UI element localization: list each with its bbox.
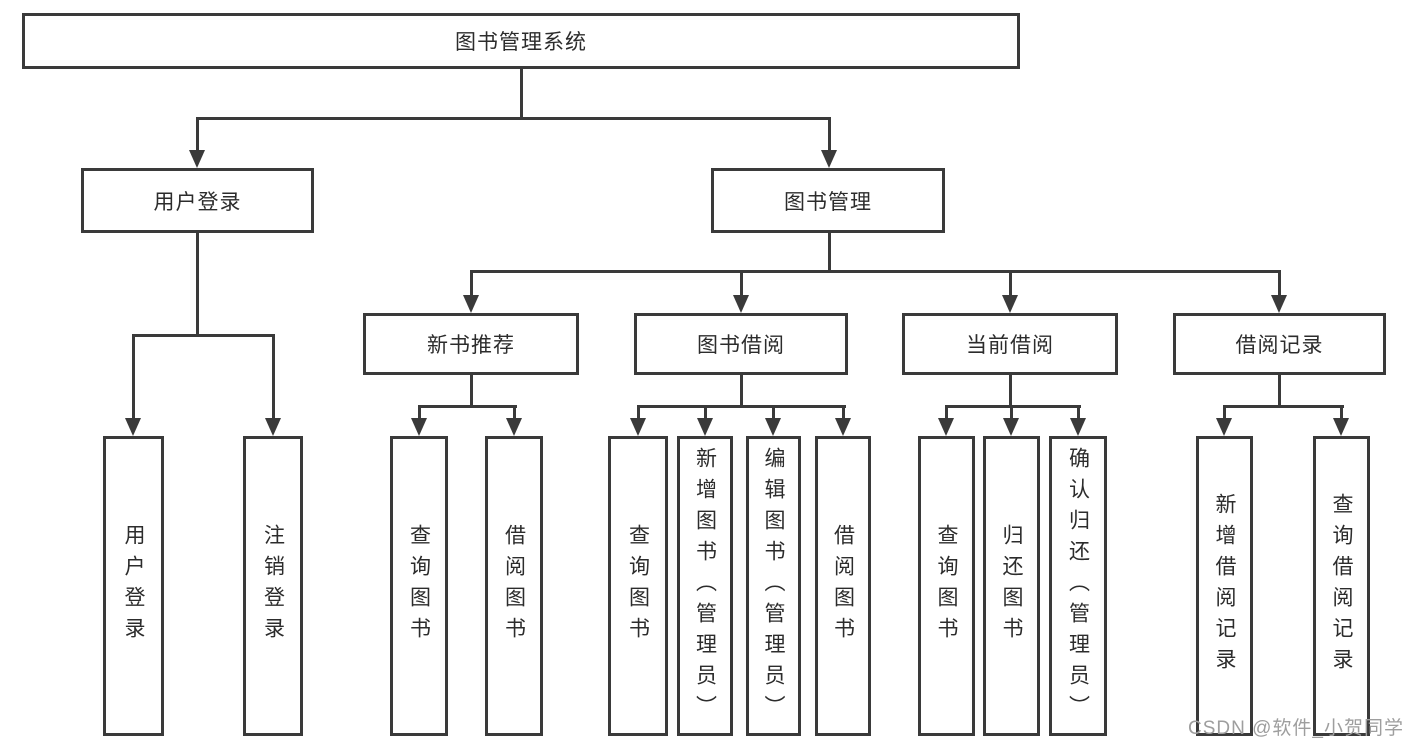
arrowhead-down (1333, 418, 1349, 436)
node-current-borrow: 当前借阅 (902, 313, 1118, 375)
connector-vline (470, 270, 473, 298)
arrowhead-down (1003, 418, 1019, 436)
leaf-br-query-record: 查询借阅记录 (1313, 436, 1370, 736)
leaf-cb-confirm-return-admin: 确认归还（管理员） (1049, 436, 1107, 736)
connector-hline (1223, 405, 1344, 408)
arrowhead-down (506, 418, 522, 436)
connector-vline (828, 231, 831, 273)
connector-vline (1278, 372, 1281, 408)
leaf-nb-borrow-books: 借阅图书 (485, 436, 543, 736)
connector-vline (1223, 405, 1226, 421)
leaf-bb-query-books: 查询图书 (608, 436, 668, 736)
connector-hline (132, 334, 275, 337)
connector-vline (828, 117, 831, 153)
connector-vline (945, 405, 948, 421)
leaf-cb-return-books: 归还图书 (983, 436, 1040, 736)
connector-hline (945, 405, 1081, 408)
node-new-book-recommend: 新书推荐 (363, 313, 579, 375)
node-book-borrow: 图书借阅 (634, 313, 848, 375)
connector-vline (196, 231, 199, 337)
connector-vline (740, 372, 743, 408)
arrowhead-down (125, 418, 141, 436)
connector-vline (1340, 405, 1343, 421)
arrowhead-down (411, 418, 427, 436)
connector-vline (842, 405, 845, 421)
connector-vline (272, 334, 275, 420)
connector-vline (418, 405, 421, 421)
connector-vline (1009, 372, 1012, 408)
leaf-cb-query-books: 查询图书 (918, 436, 975, 736)
arrowhead-down (1070, 418, 1086, 436)
arrowhead-down (821, 150, 837, 168)
node-borrow-records: 借阅记录 (1173, 313, 1386, 375)
arrowhead-down (463, 295, 479, 313)
leaf-logout: 注销登录 (243, 436, 303, 736)
arrowhead-down (1271, 295, 1287, 313)
leaf-bb-add-books-admin: 新增图书（管理员） (677, 436, 733, 736)
connector-vline (132, 334, 135, 420)
arrowhead-down (938, 418, 954, 436)
arrowhead-down (765, 418, 781, 436)
connector-hline (637, 405, 846, 408)
connector-vline (772, 405, 775, 421)
node-root: 图书管理系统 (22, 13, 1020, 69)
connector-vline (740, 270, 743, 298)
leaf-bb-edit-books-admin: 编辑图书（管理员） (746, 436, 801, 736)
connector-hline (196, 117, 831, 120)
connector-vline (1010, 405, 1013, 421)
leaf-br-add-record: 新增借阅记录 (1196, 436, 1253, 736)
node-book-management: 图书管理 (711, 168, 945, 233)
arrowhead-down (1002, 295, 1018, 313)
connector-vline (470, 372, 473, 408)
arrowhead-down (189, 150, 205, 168)
connector-hline (418, 405, 517, 408)
connector-vline (1278, 270, 1281, 298)
arrowhead-down (265, 418, 281, 436)
arrowhead-down (630, 418, 646, 436)
connector-vline (1077, 405, 1080, 421)
connector-hline (470, 270, 1281, 273)
csdn-watermark: CSDN @软件_小贺同学 (1188, 718, 1404, 739)
connector-vline (704, 405, 707, 421)
leaf-nb-query-books: 查询图书 (390, 436, 448, 736)
arrowhead-down (1216, 418, 1232, 436)
leaf-bb-borrow-books: 借阅图书 (815, 436, 871, 736)
arrowhead-down (697, 418, 713, 436)
arrowhead-down (733, 295, 749, 313)
node-user-login: 用户登录 (81, 168, 314, 233)
arrowhead-down (835, 418, 851, 436)
leaf-user-login: 用户登录 (103, 436, 164, 736)
connector-vline (520, 66, 523, 120)
connector-vline (1009, 270, 1012, 298)
connector-vline (513, 405, 516, 421)
connector-vline (637, 405, 640, 421)
connector-vline (196, 117, 199, 153)
